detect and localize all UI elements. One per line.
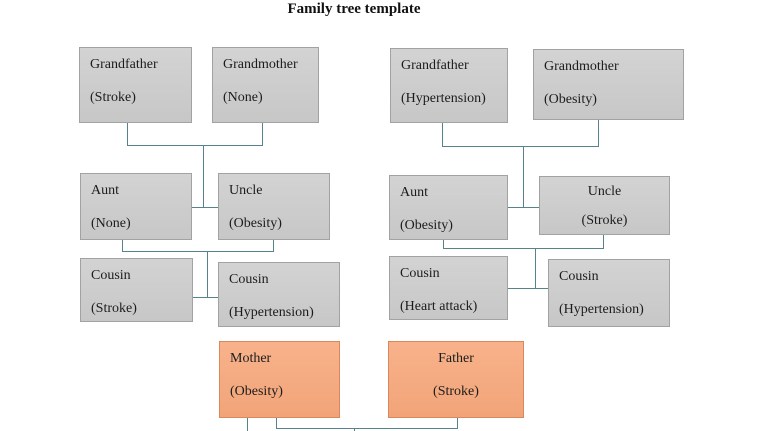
- connector-line: [207, 251, 208, 297]
- connector-line: [203, 145, 204, 207]
- connector-line: [354, 428, 355, 431]
- connector-line: [262, 123, 263, 145]
- node-cousin-left-1[interactable]: Cousin (Stroke): [80, 258, 193, 322]
- connector-line: [442, 146, 599, 147]
- connector-line: [598, 120, 599, 146]
- member-name: Grandfather: [401, 58, 469, 73]
- member-name: Mother: [230, 351, 272, 366]
- connector-line: [457, 418, 458, 428]
- member-name: Aunt: [91, 183, 119, 198]
- member-name: Cousin: [229, 272, 269, 287]
- node-father[interactable]: Father (Stroke): [388, 341, 524, 418]
- member-condition: (Obesity): [229, 216, 282, 231]
- member-name: Grandfather: [90, 57, 158, 72]
- connector-line: [127, 123, 128, 145]
- connector-line: [193, 297, 218, 298]
- member-condition: (Heart attack): [400, 299, 478, 314]
- node-mother[interactable]: Mother (Obesity): [219, 341, 340, 418]
- member-condition: (Stroke): [433, 384, 479, 399]
- node-grandfather-right[interactable]: Grandfather (Hypertension): [390, 48, 508, 123]
- connector-line: [127, 145, 263, 146]
- member-name: Uncle: [587, 184, 622, 199]
- connector-line: [443, 240, 444, 248]
- member-condition: (Obesity): [230, 384, 283, 399]
- connector-line: [276, 428, 458, 429]
- node-grandmother-right[interactable]: Grandmother (Obesity): [533, 49, 684, 120]
- member-name: Grandmother: [544, 59, 619, 74]
- connector-line: [192, 207, 218, 208]
- member-condition: (Hypertension): [401, 91, 486, 106]
- member-name: Grandmother: [223, 57, 298, 72]
- connector-line: [535, 248, 536, 288]
- connector-line: [443, 248, 604, 249]
- node-aunt-right[interactable]: Aunt (Obesity): [389, 175, 508, 240]
- diagram-title: Family tree template: [287, 1, 421, 17]
- node-grandmother-left[interactable]: Grandmother (None): [212, 47, 319, 123]
- node-uncle-right[interactable]: Uncle (Stroke): [539, 176, 670, 235]
- member-condition: (Hypertension): [229, 305, 314, 320]
- member-condition: (Hypertension): [559, 302, 644, 317]
- connector-line: [247, 418, 248, 431]
- member-condition: (Obesity): [544, 92, 597, 107]
- node-aunt-left[interactable]: Aunt (None): [80, 173, 192, 240]
- connector-line: [603, 235, 604, 248]
- member-condition: (None): [91, 216, 131, 231]
- member-name: Cousin: [91, 268, 131, 283]
- connector-line: [276, 418, 277, 428]
- member-condition: (Stroke): [581, 213, 628, 228]
- node-uncle-left[interactable]: Uncle (Obesity): [218, 173, 330, 240]
- member-condition: (Stroke): [91, 301, 137, 316]
- connector-line: [508, 288, 548, 289]
- member-condition: (Obesity): [400, 218, 453, 233]
- connector-line: [122, 240, 123, 251]
- connector-line: [523, 146, 524, 207]
- connector-line: [508, 207, 539, 208]
- node-cousin-right-2[interactable]: Cousin (Hypertension): [548, 259, 670, 327]
- node-grandfather-left[interactable]: Grandfather (Stroke): [79, 47, 192, 123]
- member-name: Father: [438, 351, 474, 366]
- member-name: Uncle: [229, 183, 263, 198]
- connector-line: [122, 251, 274, 252]
- node-cousin-left-2[interactable]: Cousin (Hypertension): [218, 262, 340, 327]
- node-cousin-right-1[interactable]: Cousin (Heart attack): [389, 256, 508, 320]
- member-condition: (Stroke): [90, 90, 136, 105]
- connector-line: [442, 123, 443, 146]
- member-condition: (None): [223, 90, 263, 105]
- member-name: Aunt: [400, 185, 428, 200]
- member-name: Cousin: [559, 269, 599, 284]
- connector-line: [273, 240, 274, 251]
- member-name: Cousin: [400, 266, 440, 281]
